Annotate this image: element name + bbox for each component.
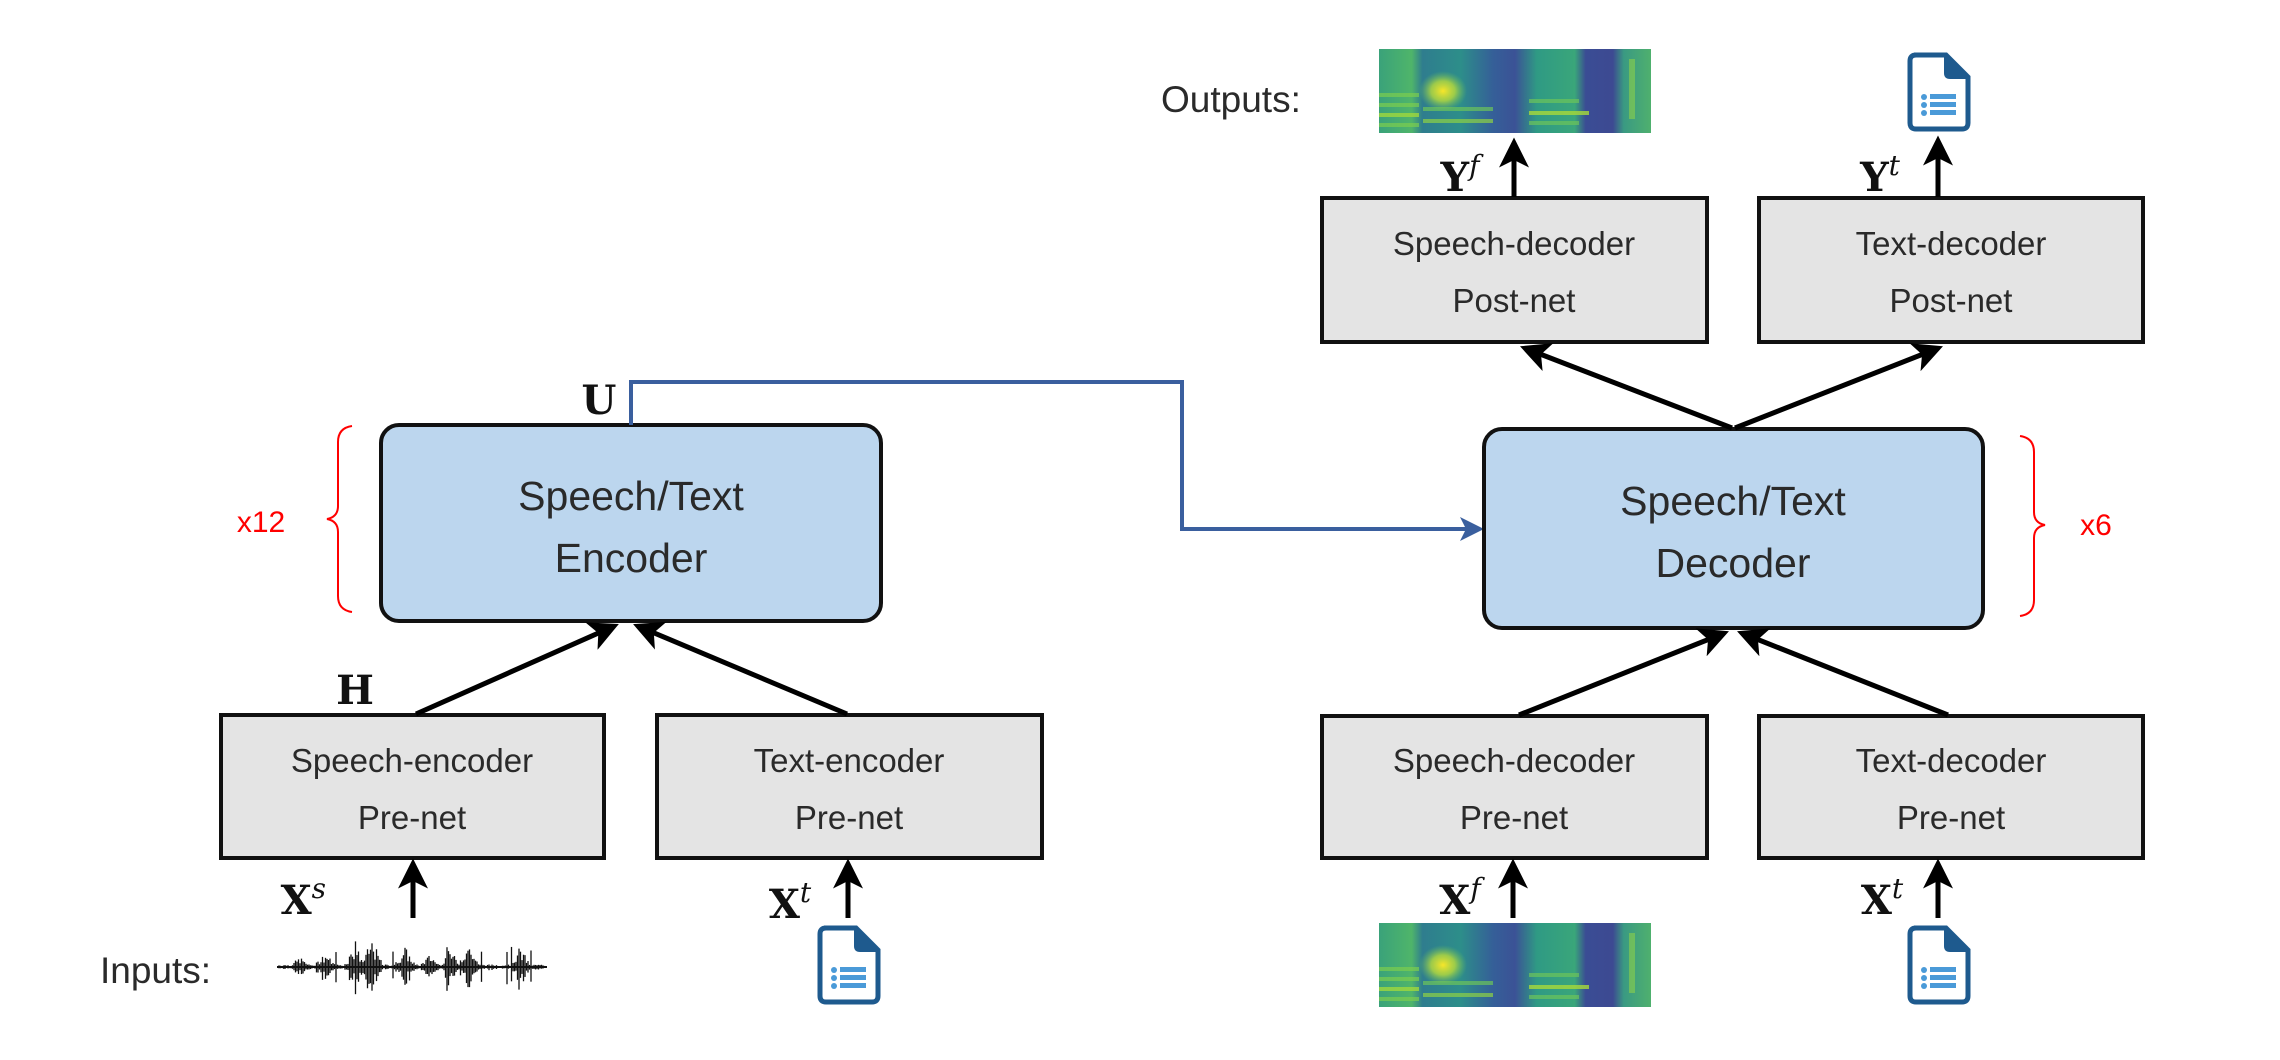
- speech-decoder-prenet: Speech-decoder Pre-net: [1320, 714, 1709, 860]
- cross-attention-connector: [629, 380, 1484, 541]
- inputs-label: Inputs:: [100, 950, 211, 991]
- encoder-repeat-label: x12: [237, 506, 285, 539]
- speech-decoder-prenet-line1: Speech-decoder: [1393, 742, 1635, 779]
- speech-encoder-prenet-box: [219, 713, 606, 860]
- speech-encoder-prenet: Speech-encoder Pre-net: [219, 713, 606, 860]
- decoder-repeat-brace: [2019, 435, 2046, 617]
- speech-decoder-prenet-box: [1320, 714, 1709, 860]
- decoder-repeat-label: x6: [2080, 509, 2112, 542]
- decoder-to-text-postnet-arrow: [1734, 343, 1943, 431]
- speech-prenet-to-encoder-arrow: [414, 622, 619, 717]
- decoder-label-line1: Speech/Text: [1620, 478, 1846, 524]
- text-prenet-to-decoder-arrow: [1737, 628, 1949, 718]
- speech-decoder-postnet-line2: Post-net: [1453, 282, 1576, 319]
- speech-text-decoder: Speech/Text Decoder: [1482, 427, 1985, 630]
- speech-decoder-postnet: Speech-decoder Post-net: [1320, 196, 1709, 344]
- speech-output-symbol: Yf: [1440, 149, 1485, 201]
- encoder-label-line2: Encoder: [555, 535, 708, 581]
- speech-decoder-postnet-box: [1320, 196, 1709, 344]
- decoder-box: [1482, 427, 1985, 630]
- text-decoder-postnet: Text-decoder Post-net: [1757, 196, 2145, 344]
- speech-prenet-to-decoder-arrow: [1518, 628, 1729, 718]
- text-encoder-prenet-line1: Text-encoder: [754, 742, 945, 779]
- text-encoder-prenet-box: [655, 713, 1044, 860]
- text-decoder-input-symbol: Xt: [1861, 872, 1904, 924]
- decoder-input-text-document-icon: [1910, 928, 1968, 1002]
- text-output-symbol: Yt: [1859, 149, 1901, 201]
- text-prenet-to-encoder-arrow: [633, 621, 848, 717]
- text-decoder-prenet-box: [1757, 714, 2145, 860]
- speech-text-encoder: Speech/Text Encoder: [379, 423, 883, 623]
- encoder-output-label: U: [582, 377, 617, 424]
- output-text-document-icon: [1910, 55, 1968, 129]
- input-spectrogram-icon: [1379, 923, 1651, 1007]
- outputs-label: Outputs:: [1161, 79, 1301, 120]
- speech-encoder-prenet-line1: Speech-encoder: [291, 742, 533, 779]
- input-text-document-icon: [820, 928, 878, 1002]
- text-decoder-prenet-line2: Pre-net: [1897, 799, 2005, 836]
- speech-decoder-input-symbol: Xf: [1439, 872, 1485, 924]
- encoder-box: [379, 423, 883, 623]
- text-decoder-prenet-line1: Text-decoder: [1856, 742, 2047, 779]
- hidden-state-label: H: [336, 667, 374, 714]
- text-decoder-prenet: Text-decoder Pre-net: [1757, 714, 2145, 860]
- speech-decoder-prenet-line2: Pre-net: [1460, 799, 1568, 836]
- text-decoder-postnet-line1: Text-decoder: [1856, 225, 2047, 262]
- encoder-label-line1: Speech/Text: [518, 473, 744, 519]
- speech-decoder-postnet-line1: Speech-decoder: [1393, 225, 1635, 262]
- output-spectrogram-icon: [1379, 49, 1651, 133]
- audio-waveform-icon: [277, 941, 547, 995]
- encoder-repeat-brace: [326, 425, 353, 613]
- decoder-label-line2: Decoder: [1656, 540, 1811, 586]
- speech-input-symbol: Xs: [281, 872, 326, 924]
- text-decoder-postnet-line2: Post-net: [1890, 282, 2013, 319]
- decoder-to-speech-postnet-arrow: [1520, 343, 1733, 431]
- text-encoder-prenet: Text-encoder Pre-net: [655, 713, 1044, 860]
- speech-encoder-prenet-line2: Pre-net: [358, 799, 466, 836]
- text-encoder-prenet-line2: Pre-net: [795, 799, 903, 836]
- text-input-symbol: Xt: [769, 876, 812, 928]
- text-decoder-postnet-box: [1757, 196, 2145, 344]
